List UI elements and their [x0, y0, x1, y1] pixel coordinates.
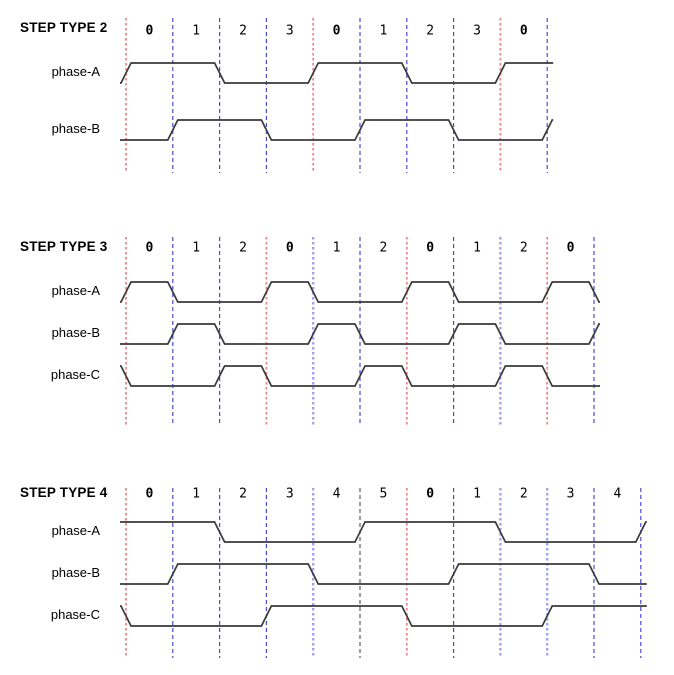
step-number: 1	[473, 487, 481, 502]
phase-label-c: phase-C	[50, 367, 100, 382]
step-number: 1	[379, 24, 387, 39]
step-number: 0	[426, 487, 434, 502]
step-number: 1	[473, 241, 481, 256]
phase-label-a: phase-A	[51, 64, 100, 79]
step-number: 4	[613, 487, 621, 502]
phase-label-c: phase-C	[50, 607, 100, 622]
step-number: 2	[239, 241, 247, 256]
waveform-phase-A	[120, 521, 647, 543]
step-number: 0	[567, 241, 575, 256]
phase-label-b: phase-B	[51, 565, 100, 580]
step-number: 0	[426, 241, 434, 256]
step-number: 1	[192, 241, 200, 256]
step-number: 0	[520, 24, 528, 39]
step-number: 3	[286, 487, 294, 502]
step-number: 1	[192, 487, 200, 502]
step-number: 2	[379, 241, 387, 256]
waveform-phase-A	[120, 62, 554, 84]
waveform-phase-C	[120, 605, 647, 627]
waveform-phase-C	[120, 365, 600, 387]
phase-label-b: phase-B	[51, 325, 100, 340]
step-number: 2	[239, 24, 247, 39]
step-number: 4	[333, 487, 341, 502]
step-number: 3	[567, 487, 575, 502]
step-number: 3	[473, 24, 481, 39]
step-number: 2	[520, 487, 528, 502]
step-number: 3	[286, 24, 294, 39]
step-number: 0	[286, 241, 294, 256]
waveform-phase-B	[120, 119, 554, 141]
step-number: 0	[333, 24, 341, 39]
section-title-step-type-3: STEP TYPE 3	[20, 239, 108, 254]
section-title-step-type-4: STEP TYPE 4	[20, 485, 108, 500]
step-number: 1	[333, 241, 341, 256]
waveform-phase-A	[120, 281, 600, 303]
step-number: 0	[145, 487, 153, 502]
step-number: 5	[379, 487, 387, 502]
step-number: 1	[192, 24, 200, 39]
section-title-step-type-2: STEP TYPE 2	[20, 20, 108, 35]
step-number: 2	[239, 487, 247, 502]
step-number: 2	[426, 24, 434, 39]
step-number: 2	[520, 241, 528, 256]
phase-label-a: phase-A	[51, 283, 100, 298]
step-number: 0	[145, 24, 153, 39]
phase-label-a: phase-A	[51, 523, 100, 538]
waveform-phase-B	[120, 323, 600, 345]
waveform-phase-B	[120, 563, 647, 585]
step-number: 0	[145, 241, 153, 256]
phase-label-b: phase-B	[51, 121, 100, 136]
